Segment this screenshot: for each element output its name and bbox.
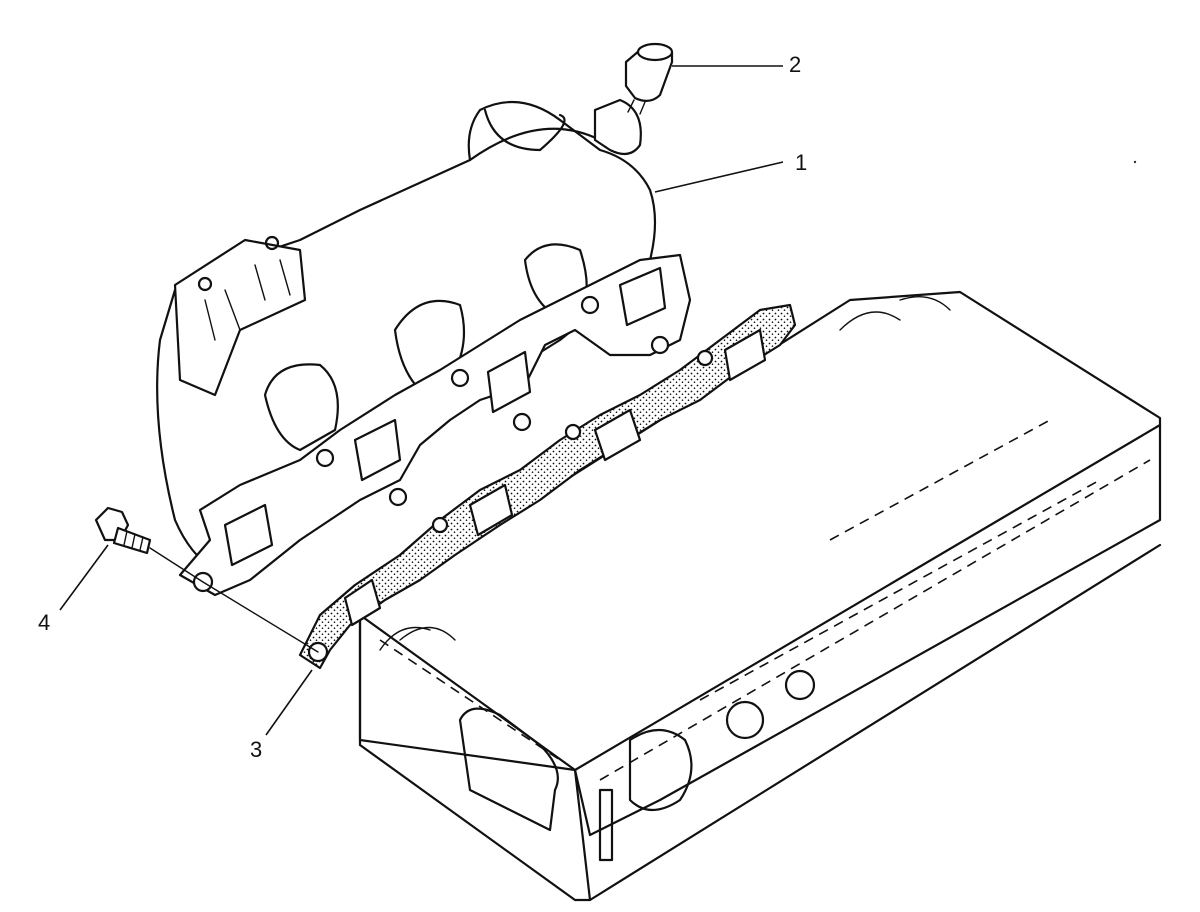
callout-4: 4 xyxy=(38,610,50,635)
exhaust-manifold xyxy=(156,98,692,597)
callout-2: 2 xyxy=(789,52,801,77)
speck xyxy=(1133,160,1137,164)
leader-line-1 xyxy=(654,161,784,193)
leader-line-4 xyxy=(59,544,109,611)
alignment-line xyxy=(149,547,319,653)
exhaust-gasket xyxy=(298,303,797,670)
manifold-bolt xyxy=(94,506,152,555)
callout-3: 3 xyxy=(250,737,262,762)
callout-1: 1 xyxy=(795,150,807,175)
cylinder-head xyxy=(358,290,1162,902)
leader-line-3 xyxy=(265,669,313,736)
fitting-nipple xyxy=(624,42,674,115)
